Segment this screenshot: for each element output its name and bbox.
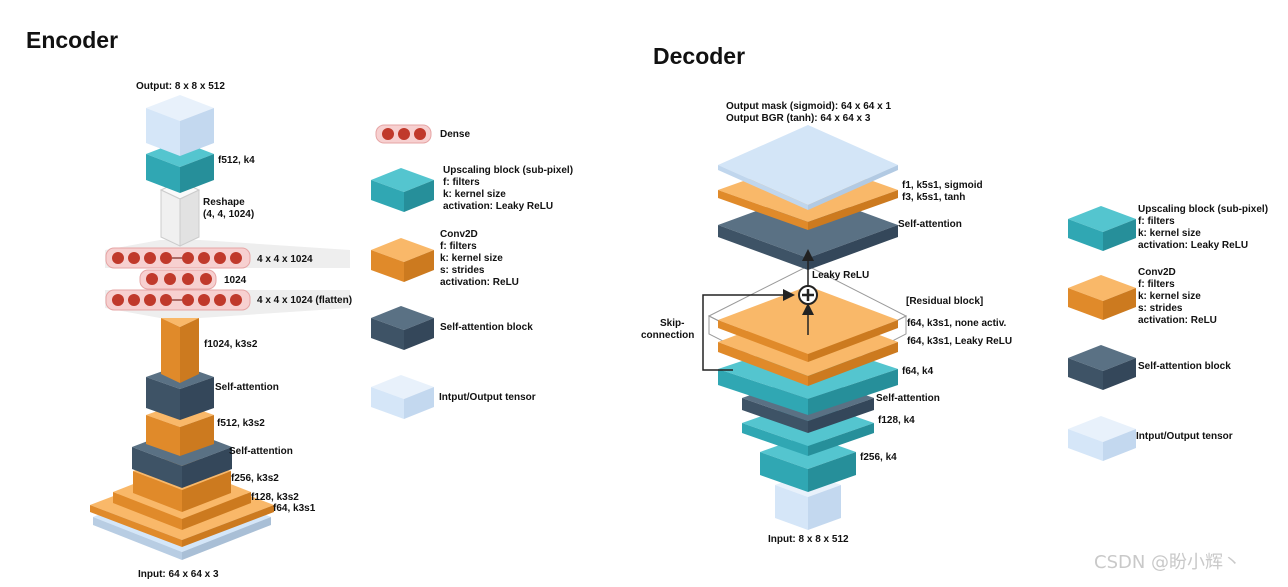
encoder-reshape-shape: (4, 4, 1024)	[203, 209, 255, 220]
dense-dashes	[172, 257, 182, 301]
legend-conv-line1: f: filters	[440, 241, 477, 252]
encoder-output-label: Output: 8 x 8 x 512	[136, 81, 225, 92]
legend-right-conv-title: Conv2D	[1138, 267, 1176, 278]
encoder-dense-mid-label: 1024	[224, 275, 247, 286]
legend-upscaling-line3: activation: Leaky ReLU	[443, 201, 554, 212]
legend-conv-title: Conv2D	[440, 229, 478, 240]
legend-right-conv-line1: f: filters	[1138, 279, 1175, 290]
legend-upscaling-cube	[371, 168, 434, 212]
legend-conv-line2: k: kernel size	[440, 253, 503, 264]
sum-node-icon	[798, 285, 818, 305]
encoder-f1024-label: f1024, k3s2	[204, 339, 258, 350]
legend-right-conv-line4: activation: ReLU	[1138, 315, 1217, 326]
legend-io-label: Intput/Output tensor	[439, 392, 536, 403]
decoder-skip-label-2: connection	[641, 330, 695, 341]
decoder-f256k4-label: f256, k4	[860, 452, 897, 463]
decoder-output-bgr-label: Output BGR (tanh): 64 x 64 x 3	[726, 113, 871, 124]
watermark: CSDN @盼小辉丶	[1094, 552, 1242, 573]
decoder-sa-top-label: Self-attention	[898, 219, 962, 230]
legend-right-upscaling-line2: k: kernel size	[1138, 228, 1201, 239]
encoder-title: Encoder	[26, 27, 119, 53]
legend-right-io-cube	[1068, 416, 1136, 461]
encoder-input-label: Input: 64 x 64 x 3	[138, 569, 219, 580]
legend-right-io-label: Intput/Output tensor	[1136, 431, 1233, 442]
decoder-sa-mid-label: Self-attention	[876, 393, 940, 404]
legend-dense-nodes	[382, 128, 426, 140]
encoder-f128-label: f128, k3s2	[251, 492, 299, 503]
legend-upscaling-line2: k: kernel size	[443, 189, 506, 200]
legend-conv-line3: s: strides	[440, 265, 485, 276]
dense-row-mid	[139, 269, 217, 290]
encoder-sa2-label: Self-attention	[229, 446, 293, 457]
legend-self-attention-cube	[371, 306, 434, 350]
decoder-f3-label: f3, k5s1, tanh	[902, 192, 966, 203]
legend-upscaling-title: Upscaling block (sub-pixel)	[443, 165, 574, 176]
legend-right-upscaling-line3: activation: Leaky ReLU	[1138, 240, 1249, 251]
decoder-f64k4-label: f64, k4	[902, 366, 934, 377]
decoder-leaky-relu-label: Leaky ReLU	[812, 270, 870, 281]
legend-dense-label: Dense	[440, 129, 471, 140]
legend-right-conv-line2: k: kernel size	[1138, 291, 1201, 302]
legend-right-upscaling-title: Upscaling block (sub-pixel)	[1138, 204, 1269, 215]
legend-right-upscaling-line1: f: filters	[1138, 216, 1175, 227]
legend-right-conv-line3: s: strides	[1138, 303, 1183, 314]
legend-io-cube	[371, 375, 434, 419]
encoder-f256-label: f256, k3s2	[231, 473, 279, 484]
decoder-output-tensor	[718, 125, 898, 210]
decoder-f1-label: f1, k5s1, sigmoid	[902, 180, 983, 191]
legend-conv-cube	[371, 238, 434, 282]
encoder-dense-top-label: 4 x 4 x 1024	[257, 254, 313, 265]
decoder-output-mask-label: Output mask (sigmoid): 64 x 64 x 1	[726, 101, 892, 112]
legend-conv-line4: activation: ReLU	[440, 277, 519, 288]
skip-connection-arrow	[702, 289, 795, 371]
decoder-res2-label: f64, k3s1, Leaky ReLU	[907, 336, 1013, 347]
encoder-dense-bottom-label: 4 x 4 x 1024 (flatten)	[257, 295, 353, 306]
encoder-f512k4-label: f512, k4	[218, 155, 255, 166]
legend-self-attention-label: Self-attention block	[440, 322, 533, 333]
decoder-res1-label: f64, k3s1, none activ.	[907, 318, 1007, 329]
encoder-sa1-label: Self-attention	[215, 382, 279, 393]
dense-nodes	[112, 252, 242, 306]
decoder-skip-label-1: Skip-	[660, 318, 685, 329]
encoder-output-tensor	[146, 95, 214, 156]
decoder-input-label: Input: 8 x 8 x 512	[768, 534, 849, 545]
decoder-f128k4-label: f128, k4	[878, 415, 915, 426]
legend-right-conv-cube	[1068, 275, 1136, 320]
encoder-f64-label: f64, k3s1	[273, 503, 316, 514]
decoder-residual-block-label: [Residual block]	[906, 296, 984, 307]
encoder-f512k3s2-label: f512, k3s2	[217, 418, 265, 429]
legend-upscaling-line1: f: filters	[443, 177, 480, 188]
encoder-reshape-label: Reshape	[203, 197, 245, 208]
encoder-conv-f1024	[161, 309, 199, 383]
legend-right-self-attention-label: Self-attention block	[1138, 361, 1231, 372]
legend-right-upscaling-cube	[1068, 206, 1136, 251]
legend-right-self-attention-cube	[1068, 345, 1136, 390]
decoder-title: Decoder	[653, 43, 746, 69]
